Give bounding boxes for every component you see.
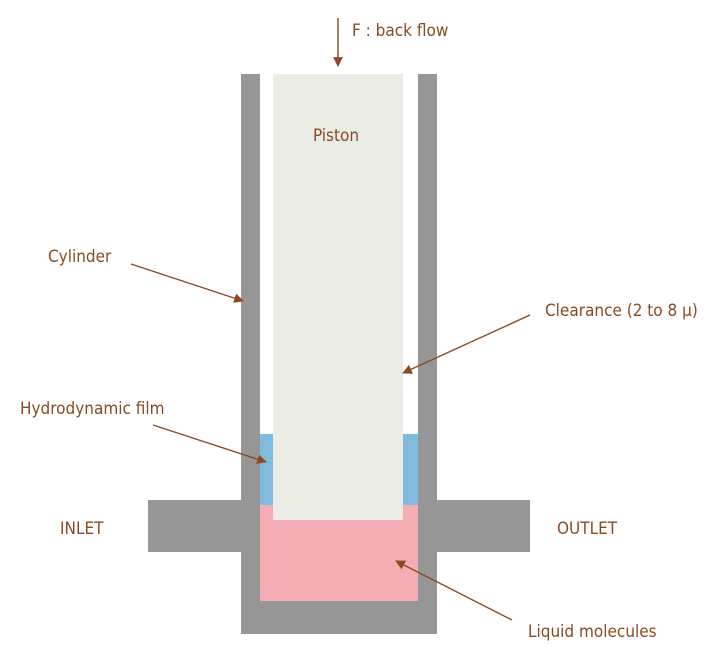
liquid-arrow bbox=[395, 560, 513, 621]
piston-label: Piston bbox=[313, 126, 359, 146]
cylinder-label: Cylinder bbox=[48, 247, 112, 267]
film-arrow bbox=[152, 424, 267, 464]
arrows bbox=[130, 18, 531, 621]
force-label: F : back flow bbox=[352, 21, 448, 41]
liquid-label: Liquid molecules bbox=[528, 622, 657, 642]
cylinder-bottom bbox=[241, 601, 437, 634]
inlet-label: INLET bbox=[60, 519, 104, 539]
film-left bbox=[260, 434, 273, 505]
clearance-label: Clearance (2 to 8 µ) bbox=[545, 301, 698, 321]
film-right bbox=[403, 434, 418, 505]
inlet-port bbox=[148, 500, 241, 552]
cylinder-left-wall bbox=[241, 74, 260, 634]
outlet-port bbox=[437, 500, 530, 552]
cylinder-arrow bbox=[130, 263, 244, 303]
liquid-chamber bbox=[260, 505, 418, 601]
outlet-label: OUTLET bbox=[557, 519, 618, 539]
cylinder-right-wall bbox=[418, 74, 437, 634]
film-label: Hydrodynamic film bbox=[20, 399, 165, 419]
piston bbox=[273, 74, 403, 520]
clearance-arrow bbox=[402, 314, 531, 374]
cylinder-body bbox=[148, 74, 530, 634]
